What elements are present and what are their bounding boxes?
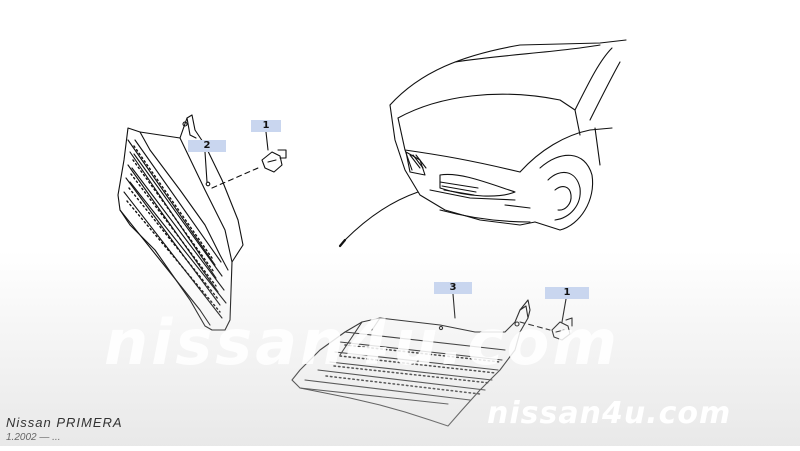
model-title: Nissan PRIMERA — [6, 415, 123, 430]
callout-leader-1a — [265, 131, 269, 151]
clip-upper — [261, 149, 287, 173]
watermark-corner: nissan4u.com — [487, 396, 732, 431]
car-front-illustration — [389, 39, 627, 231]
leader-line — [344, 191, 419, 241]
callout-label-part-1-lower: 1 — [545, 287, 589, 299]
watermark-center: nissan4u.com — [104, 306, 620, 379]
callout-leader-2 — [204, 151, 208, 183]
model-period: 1.2002 — ... — [6, 432, 61, 443]
callout-label-part-1-upper: 1 — [251, 120, 281, 132]
callout-label-part-3: 3 — [434, 282, 472, 294]
assembly-line-upper — [211, 167, 259, 189]
callout-label-part-2: 2 — [188, 140, 226, 152]
